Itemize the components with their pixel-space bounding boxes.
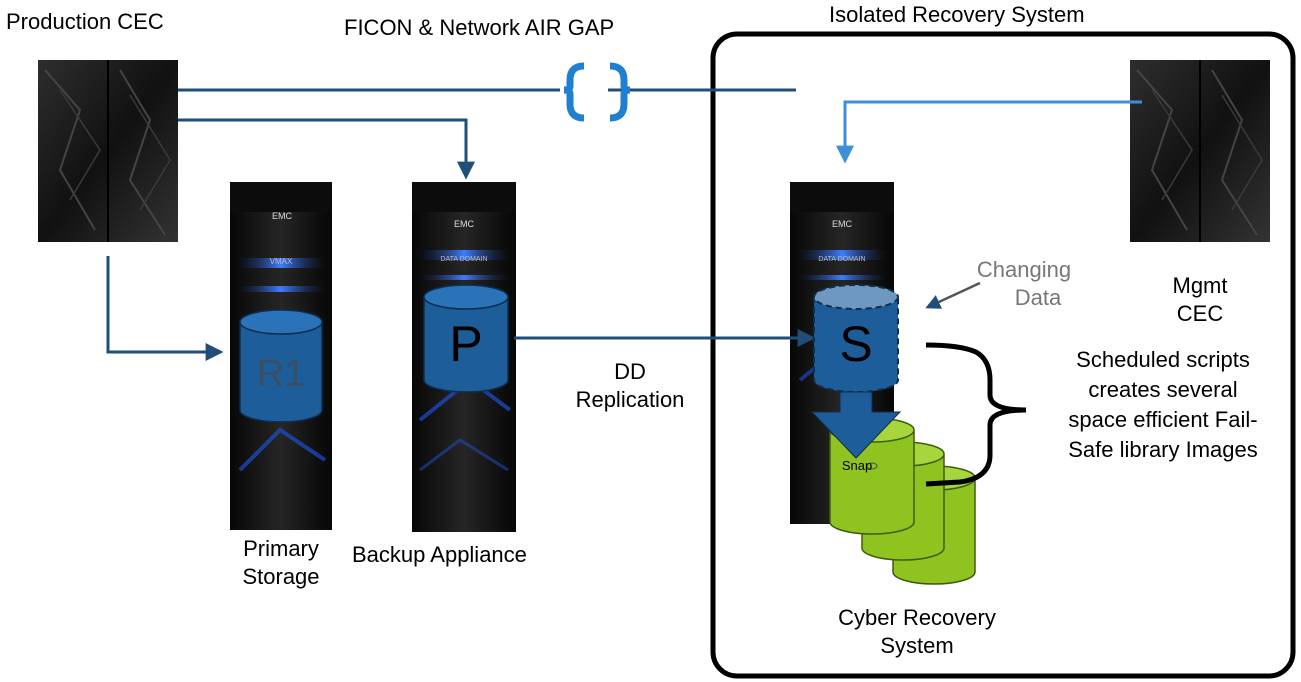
primary-volume-label: R1 (256, 353, 306, 395)
air-gap-label: FICON & Network AIR GAP (344, 15, 615, 40)
production-cec-label: Production CEC (6, 9, 164, 34)
scheduled-scripts-brace (925, 342, 1027, 487)
link-production-to-backup (178, 118, 475, 180)
backup-rack-model: DATA DOMAIN (440, 256, 488, 263)
recovery-rack-model: DATA DOMAIN (818, 256, 866, 263)
mgmt-cec-mainframe (1130, 60, 1270, 242)
primary-volume-r1 (239, 309, 323, 423)
backup-rack-vendor: EMC (454, 219, 474, 229)
backup-volume-p (423, 284, 509, 393)
primary-rack-vendor: EMC (272, 211, 292, 221)
air-gap-brackets (560, 62, 631, 122)
snapshot-arrow (810, 391, 902, 459)
link-mgmt-to-recovery (836, 100, 1142, 164)
production-cec-mainframe (38, 60, 178, 242)
changing-data-arrow (925, 281, 981, 309)
recovery-rack-vendor: EMC (832, 219, 852, 229)
backup-volume-label: P (449, 316, 483, 372)
backup-appliance-label: Backup Appliance (352, 542, 527, 567)
isolated-recovery-system-label: Isolated Recovery System (829, 2, 1085, 27)
replica-volume-s (813, 284, 899, 393)
snap-volume-label: Snap (841, 458, 873, 473)
link-production-to-primary (106, 256, 224, 361)
isolated-recovery-boundary (710, 31, 1296, 679)
scheduled-scripts-label: Scheduled scripts creates several space … (1068, 347, 1258, 462)
primary-rack-model: VMAX (269, 257, 293, 266)
replica-volume-label: S (839, 316, 873, 372)
